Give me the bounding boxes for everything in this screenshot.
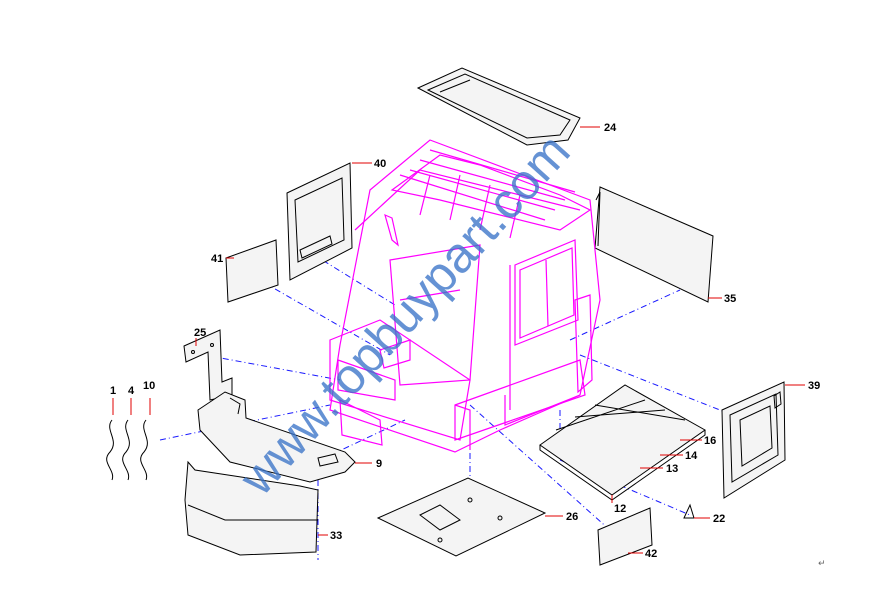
part-front-shroud-9 [197,391,356,483]
callout-40: 40 [374,158,386,170]
callout-16: 16 [704,435,716,447]
callout-13: 13 [666,463,678,475]
callout-22: 22 [713,513,725,525]
callout-9: 9 [376,458,382,470]
part-bracket-25 [183,329,233,401]
callout-42: 42 [645,548,657,560]
part-panel-41 [225,239,279,303]
part-floor-plate-26 [376,477,547,557]
part-panel-42 [597,507,653,566]
callout-39: 39 [808,380,820,392]
callout-1: 1 [110,385,116,397]
callout-41: 41 [211,253,223,265]
cab-frame [329,139,601,453]
callout-25: 25 [194,327,206,339]
callout-14: 14 [685,450,698,462]
part-door-panel-40 [286,162,353,281]
part-strips-1-4-10 [106,419,148,481]
callout-12: 12 [614,503,626,515]
part-roof-panel [416,67,581,146]
part-lower-panel-33 [184,460,319,556]
callout-35: 35 [724,293,736,305]
part-clip-22 [683,503,695,519]
callout-4: 4 [128,385,135,397]
callout-33: 33 [330,530,342,542]
callout-10: 10 [143,380,155,392]
callouts: 1 4 10 24 40 41 25 9 33 26 35 39 16 14 1… [110,122,820,560]
paragraph-mark: ↵ [818,559,826,569]
part-door-39 [721,381,786,499]
leader-lines [112,126,805,554]
part-side-glass-35 [594,186,714,303]
callout-24: 24 [604,122,617,134]
callout-26: 26 [566,511,578,523]
